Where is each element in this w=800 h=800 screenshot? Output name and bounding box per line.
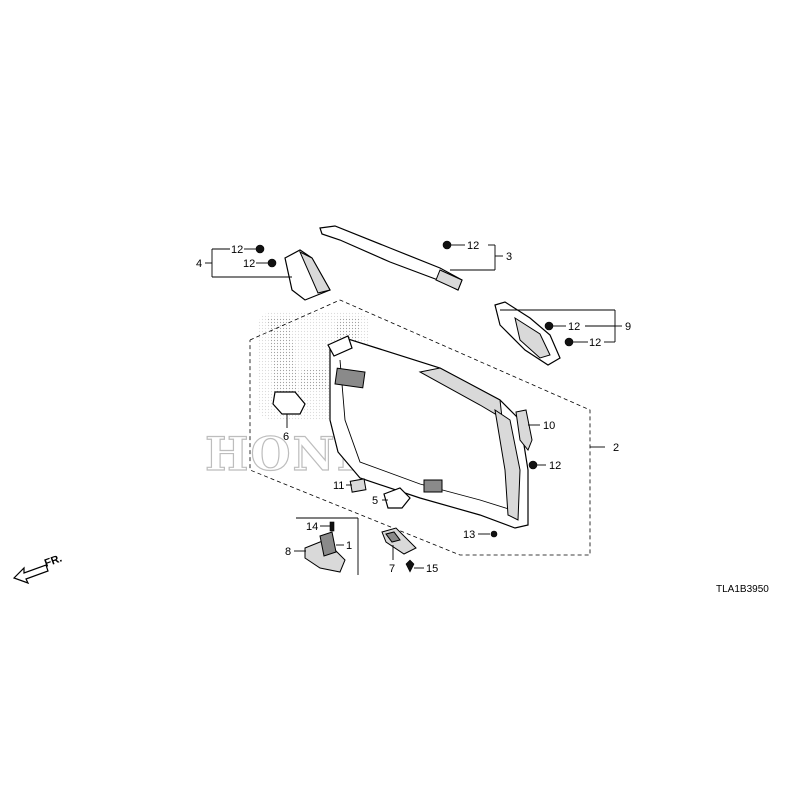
upper-garnish-part xyxy=(319,225,463,291)
callout-12-d: 12 xyxy=(568,321,580,333)
right-upper-trim-part xyxy=(494,301,561,366)
callout-2: 2 xyxy=(613,442,619,454)
drawing-code: TLA1B3950 xyxy=(716,584,769,595)
pull-pocket-part xyxy=(381,527,417,555)
callout-15: 15 xyxy=(426,563,438,575)
fasteners xyxy=(255,240,574,573)
callout-10: 10 xyxy=(543,420,555,432)
callout-labels: 12 12 4 12 3 12 12 9 10 2 12 6 11 5 13 1… xyxy=(196,240,631,575)
callout-12-a: 12 xyxy=(231,244,243,256)
leader-lines xyxy=(205,244,622,569)
clip-12-d xyxy=(544,321,554,331)
front-marker-label: FR. xyxy=(43,552,64,569)
callout-12-c: 12 xyxy=(467,240,479,252)
callout-9: 9 xyxy=(625,321,631,333)
callout-8: 8 xyxy=(285,546,291,558)
callout-14: 14 xyxy=(306,521,318,533)
callout-12-f: 12 xyxy=(549,460,561,472)
callout-5: 5 xyxy=(372,495,378,507)
callout-3: 3 xyxy=(506,251,512,263)
callout-4: 4 xyxy=(196,258,202,270)
small-clip-part xyxy=(349,478,367,493)
callout-13: 13 xyxy=(463,529,475,541)
screw-15 xyxy=(405,559,415,573)
callout-12-e: 12 xyxy=(589,337,601,349)
callout-6: 6 xyxy=(283,431,289,443)
clip-12-b xyxy=(267,258,277,268)
assembly-outline xyxy=(249,299,605,556)
left-cover-part xyxy=(272,391,306,415)
callout-1: 1 xyxy=(346,540,352,552)
callout-11: 11 xyxy=(333,480,344,492)
clip-13 xyxy=(490,530,498,538)
clip-12-f xyxy=(528,460,538,470)
tailgate-lining-part xyxy=(327,335,529,529)
clip-12-a xyxy=(255,244,265,254)
screw-14 xyxy=(329,521,335,532)
handle-bezel-part xyxy=(296,517,359,575)
left-upper-trim-part xyxy=(284,249,331,301)
center-cover-part xyxy=(383,487,411,509)
callout-7: 7 xyxy=(389,563,395,575)
clip-12-e xyxy=(564,337,574,347)
side-trim-strip-part xyxy=(515,409,533,451)
front-direction-arrow: FR. xyxy=(12,552,64,585)
callout-12-b: 12 xyxy=(243,258,255,270)
clip-12-c xyxy=(442,240,452,250)
